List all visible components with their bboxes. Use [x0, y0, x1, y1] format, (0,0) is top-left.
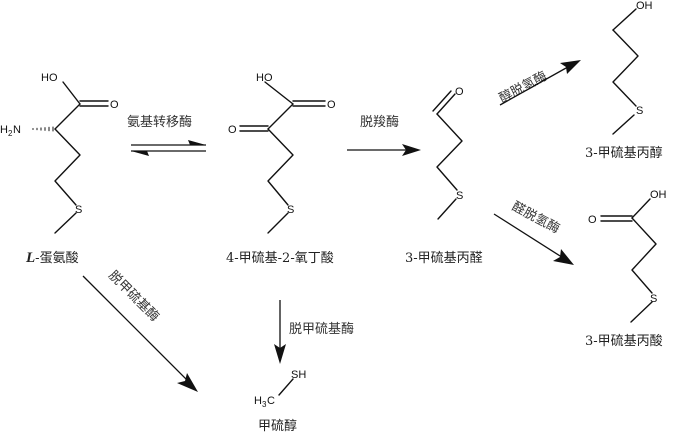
bond-chain — [54, 128, 81, 206]
compound-label-methionine: L-蛋氨酸 — [25, 250, 79, 266]
atom-sulfur: S — [75, 204, 82, 216]
enzyme-label-demethiolase-2: 脱甲硫基酶 — [289, 321, 354, 337]
bond-chain — [631, 217, 657, 294]
atom-amine-h: H — [0, 124, 8, 136]
atom-hydroxyl: OH — [636, 0, 653, 12]
compound-label-methanethiol: 甲硫醇 — [258, 418, 297, 434]
compound-label-methionol: 3-甲硫基丙醇 — [585, 145, 663, 161]
bond — [62, 81, 81, 105]
arrow — [499, 62, 576, 106]
atom-methyl-c: C — [267, 395, 275, 407]
enzyme-label-alcohol-dehydrogenase: 醇脱氢酶 — [496, 68, 549, 107]
arrow — [493, 213, 569, 262]
compound-methanethiol: SH H 3 C 甲硫醇 — [254, 369, 306, 434]
bond — [278, 378, 294, 396]
reverse-arrow-head — [131, 151, 149, 156]
atom-sulfur: S — [287, 204, 294, 216]
reaction-demethiolase-1: 脱甲硫基酶 — [82, 268, 198, 392]
atom-carbonyl-o: O — [110, 99, 119, 111]
bond — [631, 198, 651, 219]
bond — [54, 103, 81, 130]
arrow-head — [274, 344, 286, 364]
bond — [436, 93, 456, 115]
bond-chain — [436, 113, 463, 191]
bond — [267, 103, 294, 130]
atom-sulfur: S — [456, 190, 463, 202]
compound-methional: O S 3-甲硫基丙醛 — [405, 86, 483, 266]
enzyme-label-decarboxylase: 脱羧酶 — [360, 114, 399, 130]
compound-methionol: OH S 3-甲硫基丙醇 — [585, 0, 663, 161]
atom-hydroxyl: HO — [256, 72, 273, 84]
forward-arrow-head — [188, 140, 206, 145]
bond — [432, 90, 452, 112]
atom-carbonyl-o: O — [588, 214, 597, 226]
bond — [437, 198, 457, 220]
bond — [267, 212, 289, 234]
atom-methyl-h: H — [254, 395, 262, 407]
compound-label-methylthio-propionic-acid: 3-甲硫基丙酸 — [585, 334, 663, 349]
bond — [264, 81, 294, 105]
stereo-prefix: L — [25, 250, 35, 266]
atom-keto-o: O — [228, 124, 237, 136]
compound-name: -蛋氨酸 — [35, 251, 78, 266]
atom-thiol: SH — [291, 369, 306, 381]
atom-sulfur: S — [636, 105, 643, 117]
arrow-head — [553, 249, 574, 265]
reaction-transaminase: 氨基转移酶 — [127, 114, 206, 156]
bond — [630, 301, 653, 323]
arrow-head — [177, 373, 198, 392]
reaction-aldehyde-dehydrogenase: 醛脱氢酶 — [493, 198, 574, 265]
bond — [612, 114, 635, 135]
atom-amine-n: N — [13, 124, 21, 136]
atom-hydroxyl: HO — [41, 72, 58, 84]
arrow-head — [560, 60, 581, 74]
enzyme-label-transaminase: 氨基转移酶 — [127, 114, 192, 130]
atom-methyl-subscript: 3 — [262, 400, 267, 409]
compound-methionine: HO O H 2 N S L-蛋氨酸 — [0, 72, 119, 266]
bond-chain — [612, 29, 639, 107]
atom-carbonyl-o: O — [327, 99, 336, 111]
atom-aldehyde-o: O — [455, 86, 464, 98]
bond — [54, 212, 77, 234]
reaction-alcohol-dehydrogenase: 醇脱氢酶 — [496, 60, 581, 107]
enzyme-label-demethiolase-1: 脱甲硫基酶 — [105, 268, 162, 325]
compound-label-keto-acid: 4-甲硫基-2-氧丁酸 — [226, 251, 334, 266]
atom-hydroxyl: OH — [650, 189, 667, 201]
compound-methylthio-propionic-acid: OH O S 3-甲硫基丙酸 — [585, 189, 667, 349]
bond-chain — [267, 128, 294, 206]
atom-sulfur: S — [650, 293, 657, 305]
enzyme-label-aldehyde-dehydrogenase: 醛脱氢酶 — [509, 198, 562, 237]
compound-label-methional: 3-甲硫基丙醛 — [405, 250, 483, 266]
compound-keto-acid: HO O O S 4-甲硫基-2-氧丁酸 — [226, 72, 336, 266]
reaction-demethiolase-2: 脱甲硫基酶 — [274, 300, 354, 364]
bond — [612, 8, 637, 31]
hashed-wedge-bond — [32, 126, 54, 132]
arrow — [82, 275, 193, 386]
arrow-head — [402, 144, 421, 156]
reaction-decarboxylase: 脱羧酶 — [347, 114, 421, 156]
atom-amine-subscript: 2 — [8, 129, 13, 138]
